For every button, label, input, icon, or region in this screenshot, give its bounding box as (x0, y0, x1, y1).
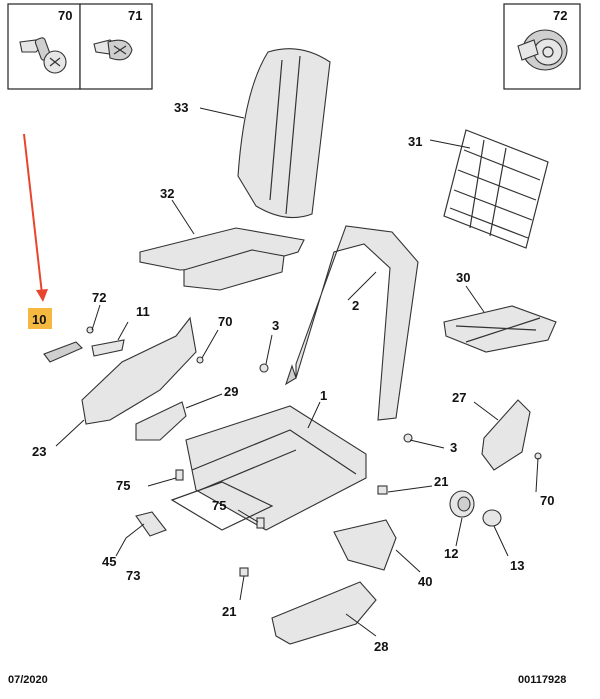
part-40-cover (333, 519, 397, 571)
fasteners (86, 326, 542, 577)
callout-75-upper: 75 (116, 478, 130, 493)
callout-13: 13 (510, 558, 524, 573)
part-29-bracket (135, 401, 187, 441)
footer-date: 07/2020 (8, 674, 48, 686)
callout-70-lower: 70 (540, 493, 554, 508)
callout-labels: 33 31 32 2 30 72 11 10 70 3 29 27 1 3 23… (28, 100, 554, 654)
callout-27: 27 (452, 390, 466, 405)
inset-box-70: 70 (7, 3, 81, 90)
part-11-lever (91, 339, 125, 357)
callout-75-lower: 75 (212, 498, 226, 513)
part-28-side-shield (271, 581, 377, 645)
grommet-icon (517, 29, 568, 71)
part-45-clip (135, 511, 167, 537)
part-12-knob (449, 490, 475, 518)
callout-2: 2 (352, 298, 359, 313)
callout-10-highlight (28, 308, 52, 329)
callout-30: 30 (456, 270, 470, 285)
highlight-arrow (23, 133, 48, 302)
callout-21-lower: 21 (222, 604, 236, 619)
leader-lines (55, 107, 539, 637)
inset-label-72: 72 (553, 8, 567, 23)
inset-box-72: 72 (503, 3, 581, 90)
callout-32: 32 (160, 186, 174, 201)
part-2-backrest-frame (285, 225, 419, 421)
part-27-cover-cap (481, 399, 531, 471)
part-31-spring-mat (443, 129, 549, 249)
screw-icon (19, 37, 67, 74)
callout-12: 12 (444, 546, 458, 561)
callout-3-upper: 3 (272, 318, 279, 333)
callout-72: 72 (92, 290, 106, 305)
callout-73: 73 (126, 568, 140, 583)
inset-label-71: 71 (128, 8, 142, 23)
callout-11: 11 (136, 304, 150, 319)
callout-21-upper: 21 (434, 474, 448, 489)
callout-40: 40 (418, 574, 432, 589)
part-23-side-trim (81, 316, 197, 425)
clip-icon (93, 39, 133, 61)
part-13-button (482, 509, 502, 527)
inset-box-71: 71 (79, 3, 153, 90)
callout-28: 28 (374, 639, 388, 654)
callout-31: 31 (408, 134, 422, 149)
callout-29: 29 (224, 384, 238, 399)
callout-70-upper: 70 (218, 314, 232, 329)
part-10-handle (43, 341, 83, 363)
callout-33: 33 (174, 100, 188, 115)
callout-45: 45 (102, 554, 116, 569)
callout-1: 1 (320, 388, 327, 403)
callout-3-lower: 3 (450, 440, 457, 455)
part-32-seat-foam (139, 227, 305, 291)
inset-label-70: 70 (58, 8, 72, 23)
callout-10: 10 (32, 312, 46, 327)
footer-reference-number: 00117928 (518, 674, 567, 686)
part-1-seat-frame (170, 405, 367, 531)
part-33-backrest-foam (237, 48, 331, 219)
callout-23: 23 (32, 444, 46, 459)
part-30-lumbar (443, 305, 557, 353)
